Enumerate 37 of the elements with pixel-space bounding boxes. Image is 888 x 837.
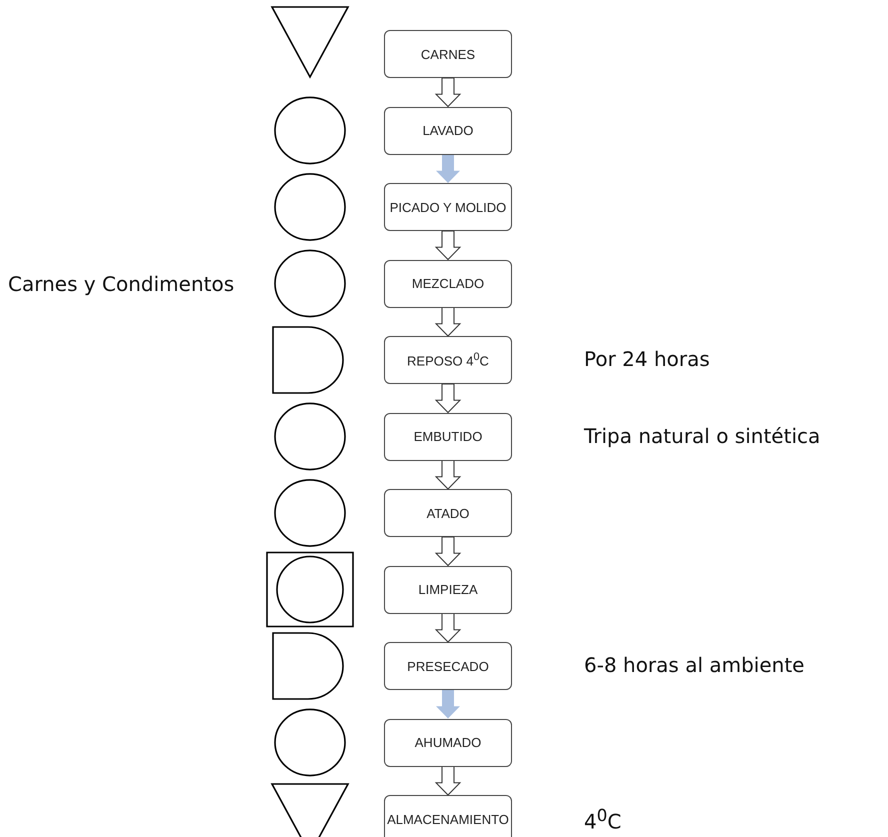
inspection-operation-symbol (266, 552, 354, 628)
process-box: PRESECADO (384, 642, 512, 690)
process-box: AHUMADO (384, 718, 512, 766)
input-text: Carnes y Condimentos (8, 272, 234, 296)
block-arrow (436, 154, 460, 183)
operation-circle (274, 402, 346, 470)
block-arrow (436, 690, 460, 718)
process-box: ATADO (384, 489, 512, 537)
note-text: 4$^{0}$C (584, 806, 622, 834)
operation-circle (274, 96, 346, 164)
delay-symbol (272, 632, 344, 700)
process-box: ALMACENAMIENTO (384, 795, 512, 837)
process-box: MEZCLADO (384, 260, 512, 308)
process-box: PICADO Y MOLIDO (384, 183, 512, 231)
operation-circle (274, 479, 346, 547)
block-arrow (434, 613, 462, 643)
storage-triangle (270, 6, 350, 79)
process-box: EMBUTIDO (384, 412, 512, 460)
operation-circle (274, 708, 346, 776)
block-arrow (434, 230, 462, 260)
storage-triangle (270, 783, 350, 837)
operation-circle (274, 250, 346, 318)
block-arrow (434, 307, 462, 337)
block-arrow (434, 384, 462, 414)
block-arrow (434, 460, 462, 490)
delay-symbol (272, 326, 344, 394)
process-box: CARNES (384, 30, 512, 78)
process-box: REPOSO 4$^{0}$C (384, 336, 512, 384)
block-arrow (434, 78, 462, 108)
process-box: LIMPIEZA (384, 566, 512, 614)
operation-circle (274, 173, 346, 241)
note-text: Por 24 horas (584, 347, 710, 371)
process-box: LAVADO (384, 106, 512, 154)
block-arrow (434, 536, 462, 566)
note-text: 6-8 horas al ambiente (584, 653, 804, 677)
block-arrow (434, 766, 462, 796)
note-text: Tripa natural o sintética (584, 424, 820, 448)
